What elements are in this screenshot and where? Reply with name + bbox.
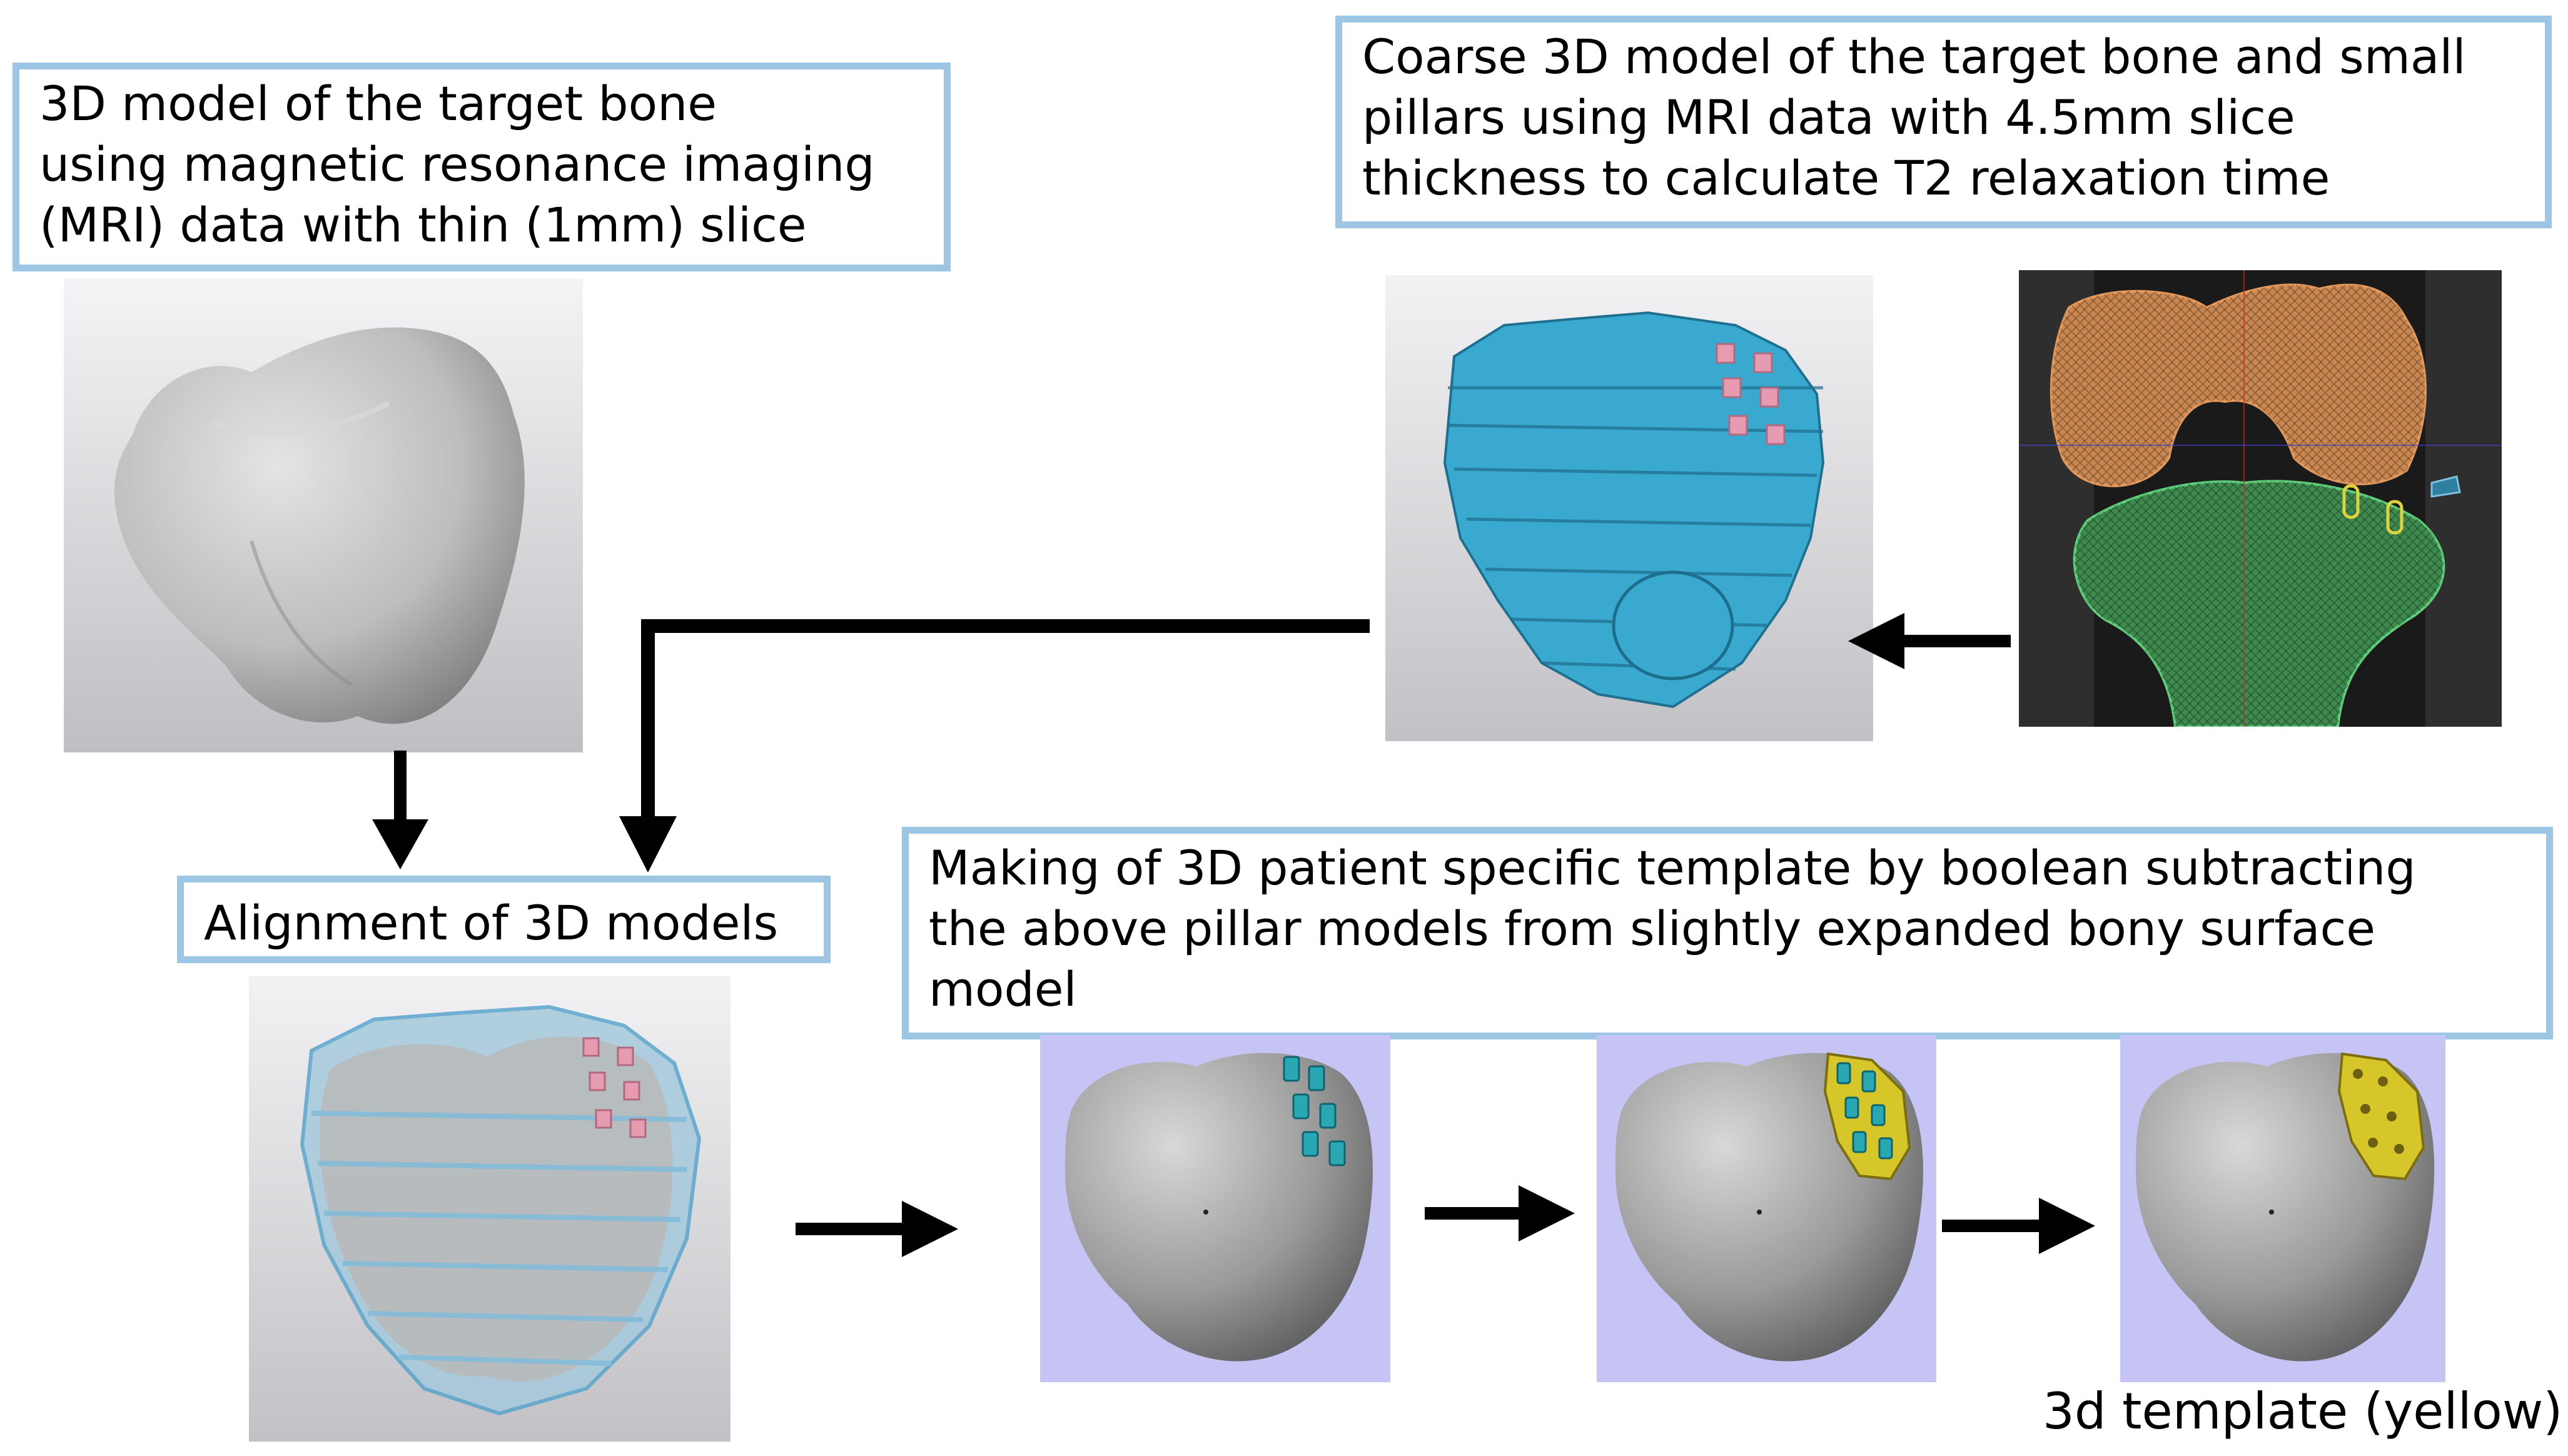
coarse-bone-panel — [1385, 275, 1873, 741]
template-step3-panel — [2120, 1035, 2445, 1382]
arrow-right-icon — [796, 1201, 958, 1257]
template-making-box: Making of 3D patient specific template b… — [902, 827, 2553, 1039]
arrow-right-icon — [1425, 1185, 1575, 1241]
alignment-panel — [249, 976, 730, 1442]
template-holes — [2353, 1069, 2404, 1154]
arrow-left-icon — [1848, 613, 2011, 669]
coarse-model-box: Coarse 3D model of the target bone and s… — [1335, 16, 2552, 228]
template-step2-panel — [1597, 1035, 1936, 1382]
elbow-arrow-icon — [619, 619, 1370, 872]
aligned-pillars — [582, 1037, 647, 1138]
template-step1-pillars — [1283, 1056, 1346, 1166]
mri-pillar-outlines — [2342, 484, 2404, 535]
coarse-pillars — [1716, 343, 1786, 445]
arrow-right-icon — [1942, 1198, 2095, 1254]
smooth-bone-shape — [114, 327, 525, 724]
arrow-down-icon — [372, 751, 428, 869]
template-caption: 3d template (yellow) — [2043, 1382, 2563, 1440]
thin-slice-model-box: 3D model of the target bone using magnet… — [13, 63, 951, 271]
thin-slice-bone-panel — [64, 278, 583, 752]
alignment-box: Alignment of 3D models — [177, 876, 831, 963]
template-step1-panel — [1040, 1035, 1390, 1382]
mri-slice-panel — [2019, 270, 2502, 727]
